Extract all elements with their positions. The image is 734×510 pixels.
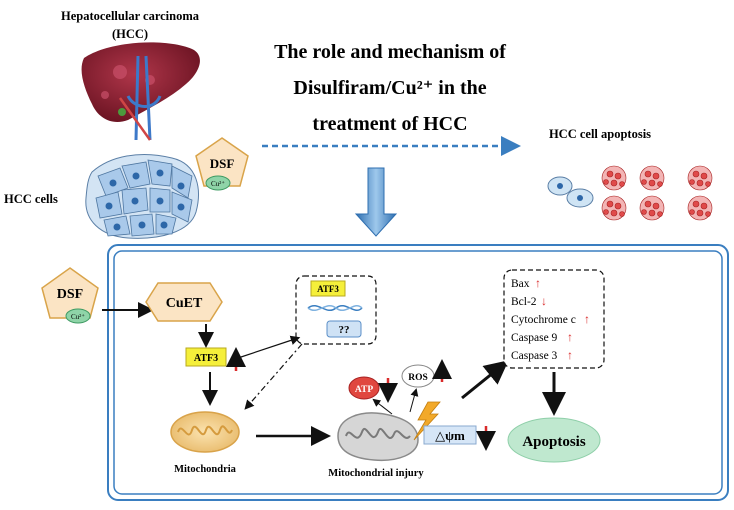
mitochondria-healthy [170, 411, 240, 453]
marker-name: Bcl-2 [511, 296, 537, 308]
inset-atf3-node [310, 280, 346, 297]
mechanism-frame-inner [113, 250, 723, 495]
marker-name: Bax [511, 278, 530, 290]
inset-unknown-node [326, 320, 362, 338]
marker-row-4: Caspase 3 ↑ [511, 348, 573, 362]
cuet-node [145, 282, 223, 322]
dna-helix-icon [307, 305, 363, 311]
liver-illustration [81, 42, 200, 141]
title-line-1: The role and mechanism of [274, 41, 506, 63]
mechanism-frame-outer [107, 244, 729, 501]
apoptosis-node [507, 417, 601, 463]
hcc-cells-label: HCC cells [4, 192, 58, 206]
mitochondria-label: Mitochondria [174, 464, 237, 475]
big-down-arrow [354, 167, 398, 237]
arrow-mito-to-atp [372, 398, 393, 415]
inset-atf3-label: ATF3 [317, 284, 339, 294]
hcc-apoptosis-label: HCC cell apoptosis [549, 127, 651, 141]
copper-badge-bottom [65, 308, 91, 324]
marker-direction: ↑ [535, 276, 541, 290]
arrow-atf3-to-inset [237, 335, 301, 359]
apoptosis-label: Apoptosis [522, 434, 586, 450]
dashdot-arrow-inset-to-mito [244, 343, 303, 410]
mito-injury-label: Mitochondrial injury [328, 468, 424, 479]
liver-label-line2: (HCC) [112, 27, 148, 41]
marker-direction: ↓ [541, 294, 547, 308]
markers-box [503, 269, 605, 369]
marker-direction: ↑ [567, 348, 573, 362]
delta-psi-label: △ψm [435, 428, 465, 443]
atp-label: ATP [355, 385, 373, 395]
copper-label-bottom: Cu²⁺ [71, 313, 85, 321]
arrow-mito-to-ros [409, 388, 419, 413]
liver-label-line1: Hepatocellular carcinoma [61, 9, 200, 23]
marker-row-3: Caspase 9 ↑ [511, 330, 573, 344]
arrow-to-markers [461, 360, 509, 400]
copper-badge-top [205, 175, 231, 191]
marker-row-2: Cytochrome c ↑ [511, 312, 590, 326]
marker-row-0: Bax ↑ [511, 276, 541, 290]
dsf-label-top: DSF [210, 156, 235, 171]
marker-name: Caspase 3 [511, 350, 558, 362]
marker-direction: ↑ [584, 312, 590, 326]
hcc-cells-cluster [85, 153, 199, 239]
marker-name: Cytochrome c [511, 314, 576, 326]
atf3-inset-box [295, 275, 377, 345]
marker-row-1: Bcl-2 ↓ [511, 294, 547, 308]
cuet-label: CuET [166, 296, 203, 311]
copper-label-top: Cu²⁺ [211, 180, 225, 188]
title-line-2: Disulfiram/Cu²⁺ in the [293, 77, 486, 99]
mitochondria-injured [337, 412, 419, 462]
inset-unknown-label: ?? [339, 324, 350, 336]
atf3-label: ATF3 [194, 353, 218, 364]
marker-direction: ↑ [567, 330, 573, 344]
ros-label: ROS [408, 373, 428, 383]
marker-name: Caspase 9 [511, 332, 558, 344]
apoptotic-cells-illustration [547, 165, 713, 221]
title-line-3: treatment of HCC [312, 113, 467, 135]
dsf-label-bottom: DSF [57, 287, 83, 302]
